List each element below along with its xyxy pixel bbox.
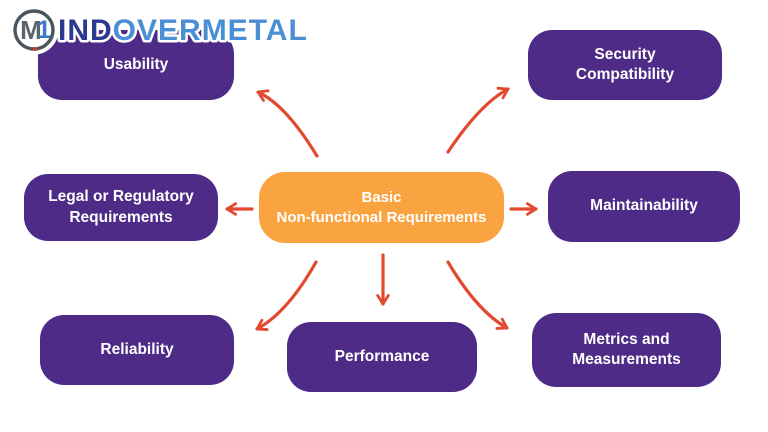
logo-mindovermetal: M 1 INDOVERMETAL (8, 2, 318, 63)
node-security-compatibility: Security Compatibility (528, 30, 722, 100)
logo-monogram-1: 1 (37, 16, 51, 44)
node-maintainability: Maintainability (548, 171, 740, 242)
arrow-to-security-compatibility (446, 86, 510, 154)
node-security-label-line2: Compatibility (575, 66, 675, 83)
logo-red-dot (33, 47, 37, 51)
node-metrics: Metrics and Measurements (532, 313, 721, 387)
arrow-to-reliability (255, 260, 318, 331)
node-reliability-label: Reliability (100, 340, 174, 358)
node-legal: Legal or Regulatory Requirements (24, 174, 218, 241)
center-label-line2: Non-functional Requirements (276, 208, 487, 226)
node-metrics-label-line1: Metrics and (583, 330, 670, 348)
center-label-line1: Basic (361, 188, 402, 206)
arrow-to-usability (256, 89, 319, 158)
logo-text-light: OVERMETAL (113, 14, 308, 47)
arrow-to-metrics (446, 260, 509, 330)
node-performance: Performance (287, 322, 477, 392)
logo-monogram-m: M (20, 15, 42, 45)
node-metrics-label-line2: Measurements (572, 351, 681, 368)
node-legal-label-line2: Requirements (69, 208, 173, 226)
logo-monogram-icon: M 1 (9, 5, 59, 55)
node-center-basic-nonfunctional: Basic Non-functional Requirements (259, 172, 504, 243)
node-maintainability-label: Maintainability (590, 197, 698, 215)
logo-wordmark: INDOVERMETAL (58, 14, 308, 47)
node-security-label-line1: Security (594, 45, 656, 63)
node-legal-label-line1: Legal or Regulatory (48, 188, 194, 206)
node-usability-label: Usability (103, 55, 169, 73)
node-usability: Usability (38, 30, 234, 100)
node-performance-label: Performance (334, 347, 430, 365)
logo-text-dark: IND (58, 14, 113, 47)
node-reliability: Reliability (40, 315, 234, 385)
